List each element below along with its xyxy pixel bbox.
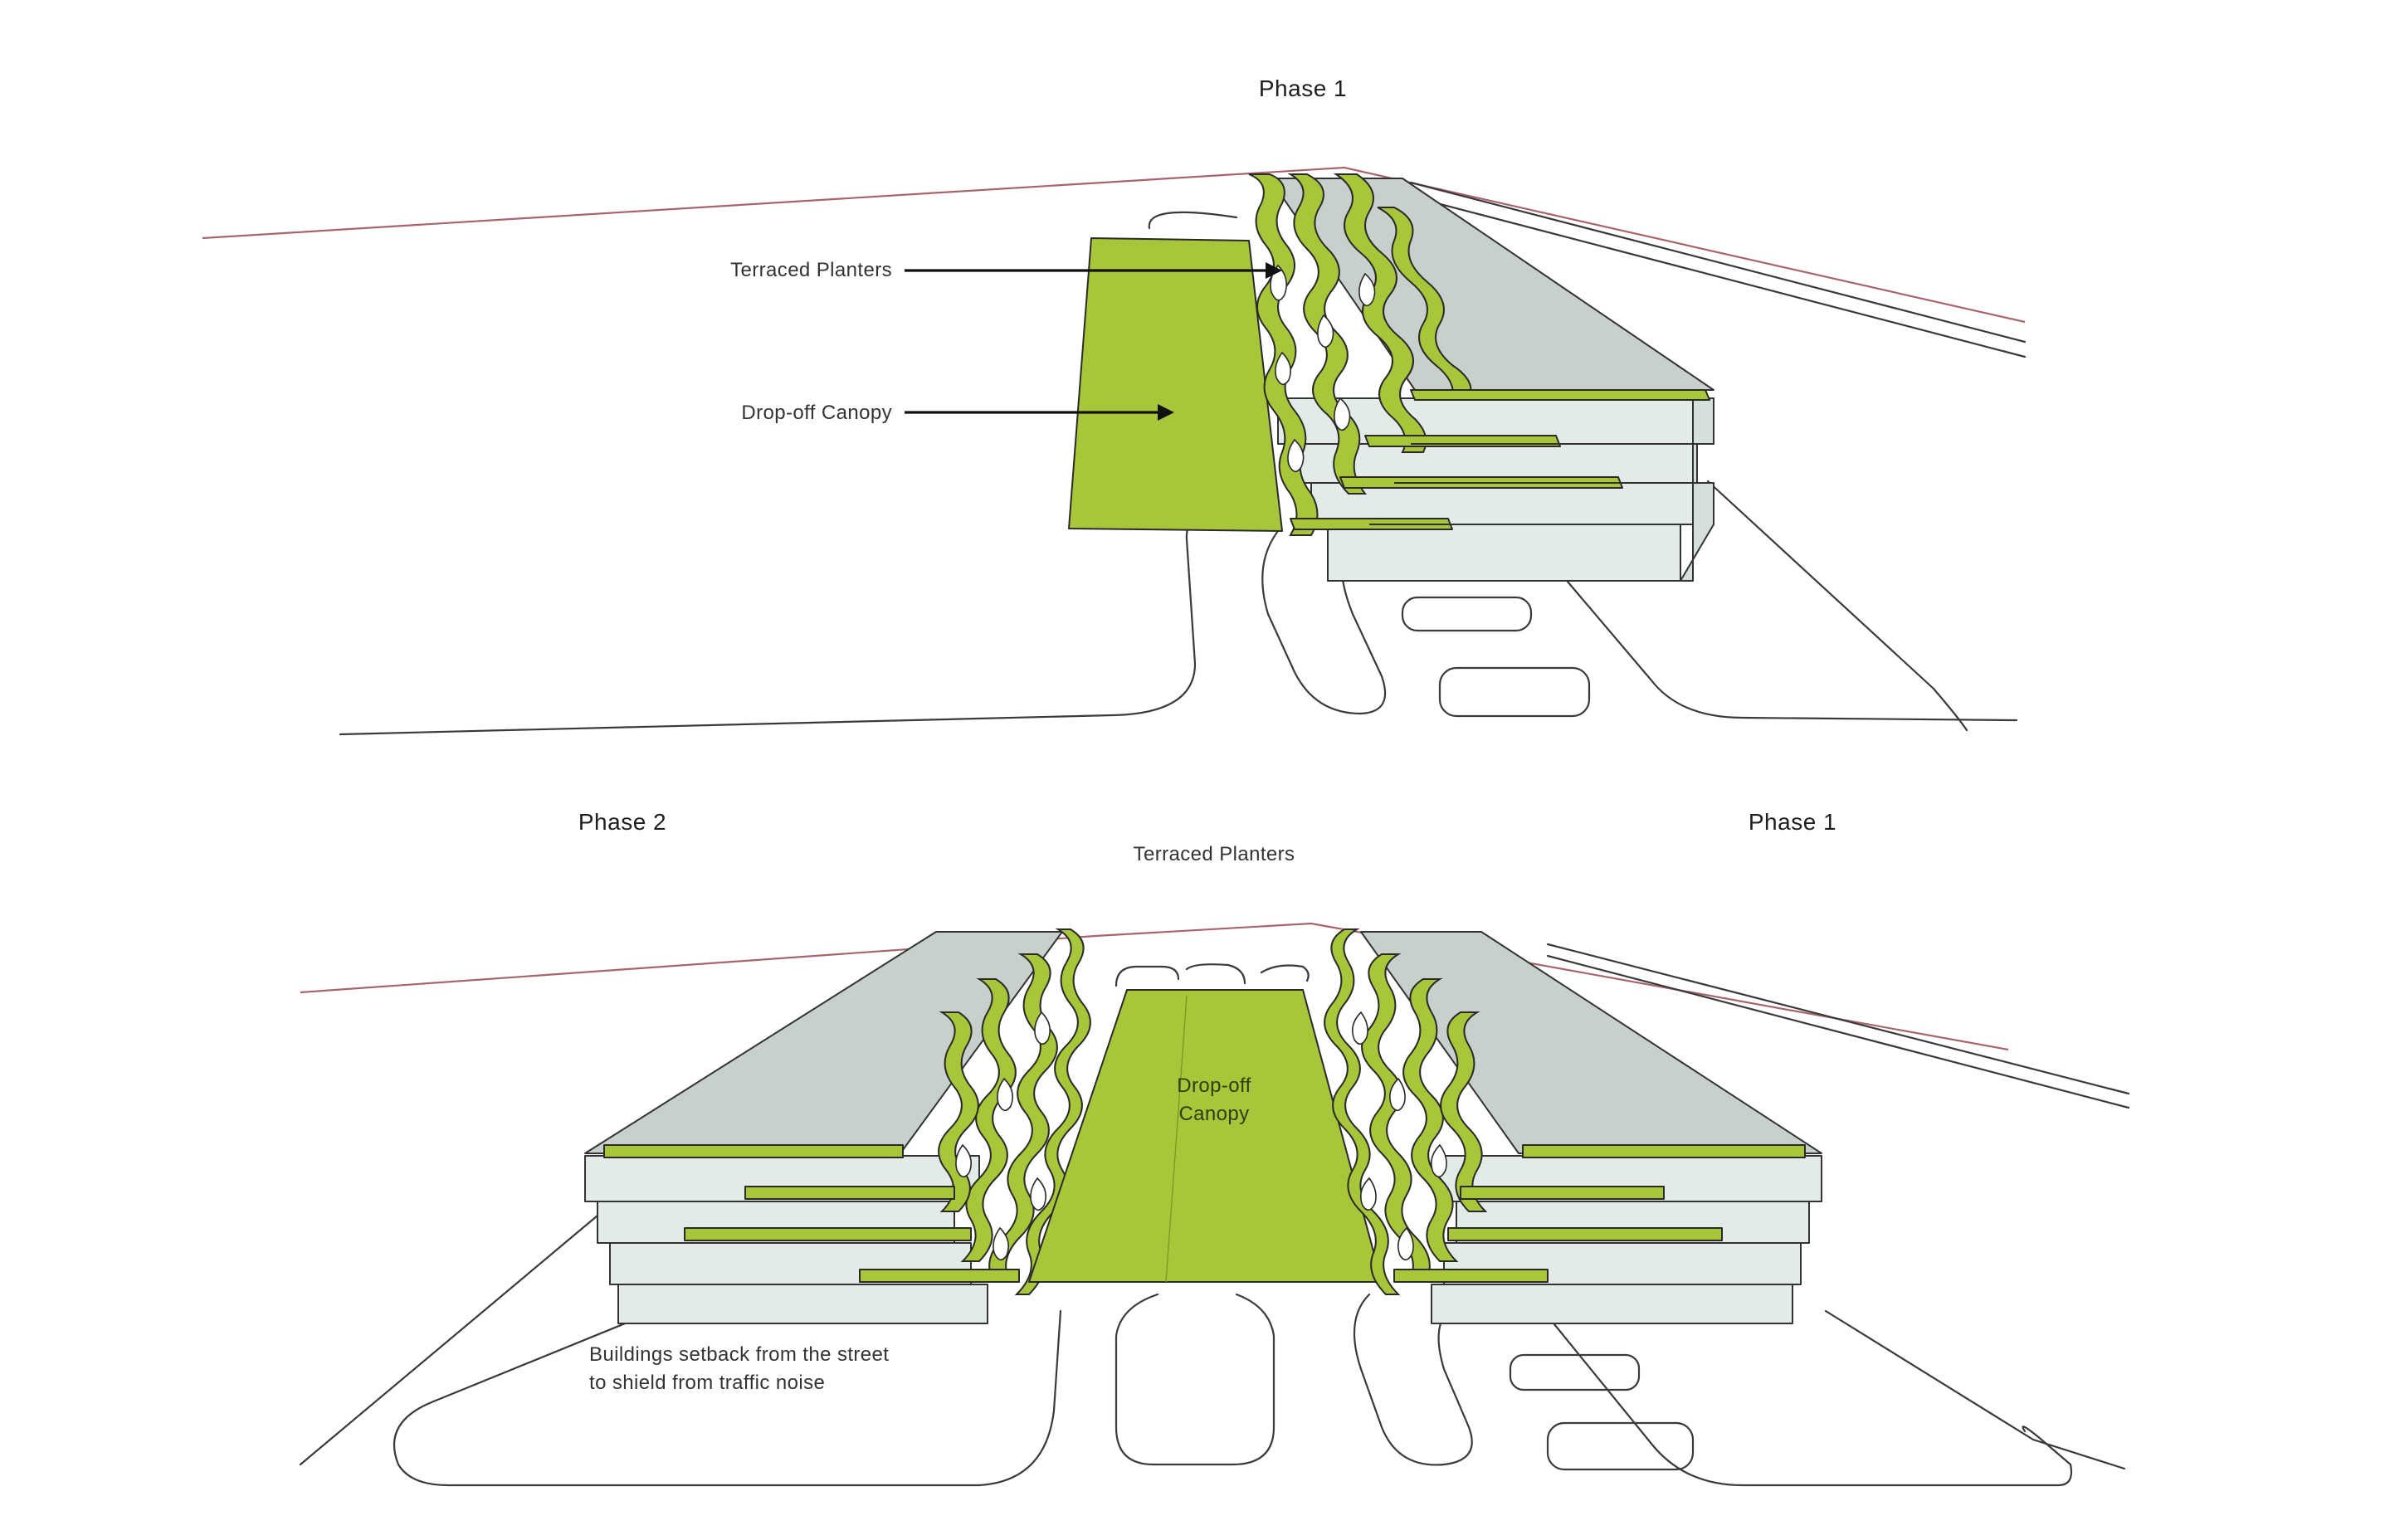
bottom-courtyard-loops xyxy=(1115,963,1310,987)
setback-note-line-2: to shield from traffic noise xyxy=(589,1372,825,1394)
top-street-right xyxy=(1557,569,2018,722)
phase-1-terraced-planters xyxy=(1324,928,1488,1295)
phase-2-title: Phase 2 xyxy=(578,809,666,835)
top-terraced-planters xyxy=(1248,173,1472,536)
bottom-road-lane-1 xyxy=(1546,943,2130,1095)
top-road-lane-1 xyxy=(1409,181,2027,344)
top-phase-title: Phase 1 xyxy=(1259,76,1347,101)
top-driveway-loop xyxy=(1148,211,1238,230)
canopy-label-line-1: Drop-off xyxy=(1177,1075,1251,1097)
drop-off-canopy-label: Drop-off Canopy xyxy=(741,402,892,424)
top-parking-island-2 xyxy=(1438,666,1591,718)
phase-2-terraced-planters xyxy=(938,928,1091,1295)
top-diagram: Phase 1 Terraced Planters Drop-off Canop… xyxy=(202,76,2027,736)
bottom-site-outline-left-parcel xyxy=(393,1309,1062,1487)
bottom-street-right xyxy=(1824,1309,2126,1470)
drop-off-canopy-arrowhead xyxy=(1158,404,1174,421)
top-site-outline xyxy=(339,506,1217,736)
bottom-site-outline-left xyxy=(299,1214,599,1466)
top-drop-off-canopy xyxy=(1068,237,1283,532)
top-property-line xyxy=(202,166,2026,324)
top-driveway xyxy=(1261,529,1387,715)
phase-1-title-bottom: Phase 1 xyxy=(1749,809,1836,835)
bottom-diagram: Phase 2 Phase 1 Terraced Planters Drop-o… xyxy=(299,809,2130,1487)
phase-2-terrace-slabs xyxy=(603,1144,1020,1283)
bottom-property-line-right xyxy=(1095,922,2009,1051)
top-road-lane-2 xyxy=(1413,196,2027,358)
bottom-parking-island-1 xyxy=(1509,1353,1641,1391)
terraced-planters-label: Terraced Planters xyxy=(730,259,892,281)
bottom-site-outline-right-parcel xyxy=(1442,1309,2073,1487)
bottom-driveway xyxy=(1115,1293,1275,1466)
top-parking-island-1 xyxy=(1401,596,1533,632)
bottom-terraced-planters-label: Terraced Planters xyxy=(1134,843,1295,865)
terraced-planters-arrowhead xyxy=(1266,262,1282,279)
bottom-road-lane-2 xyxy=(1546,954,2130,1109)
canopy-label-line-2: Canopy xyxy=(1178,1103,1249,1125)
phase-1-terrace-slabs xyxy=(1393,1144,1806,1283)
bottom-parking-island-2 xyxy=(1546,1421,1695,1471)
setback-note-line-1: Buildings setback from the street xyxy=(589,1343,889,1366)
top-street-edge xyxy=(1706,480,1968,732)
bottom-driveway-right xyxy=(1353,1293,1473,1466)
